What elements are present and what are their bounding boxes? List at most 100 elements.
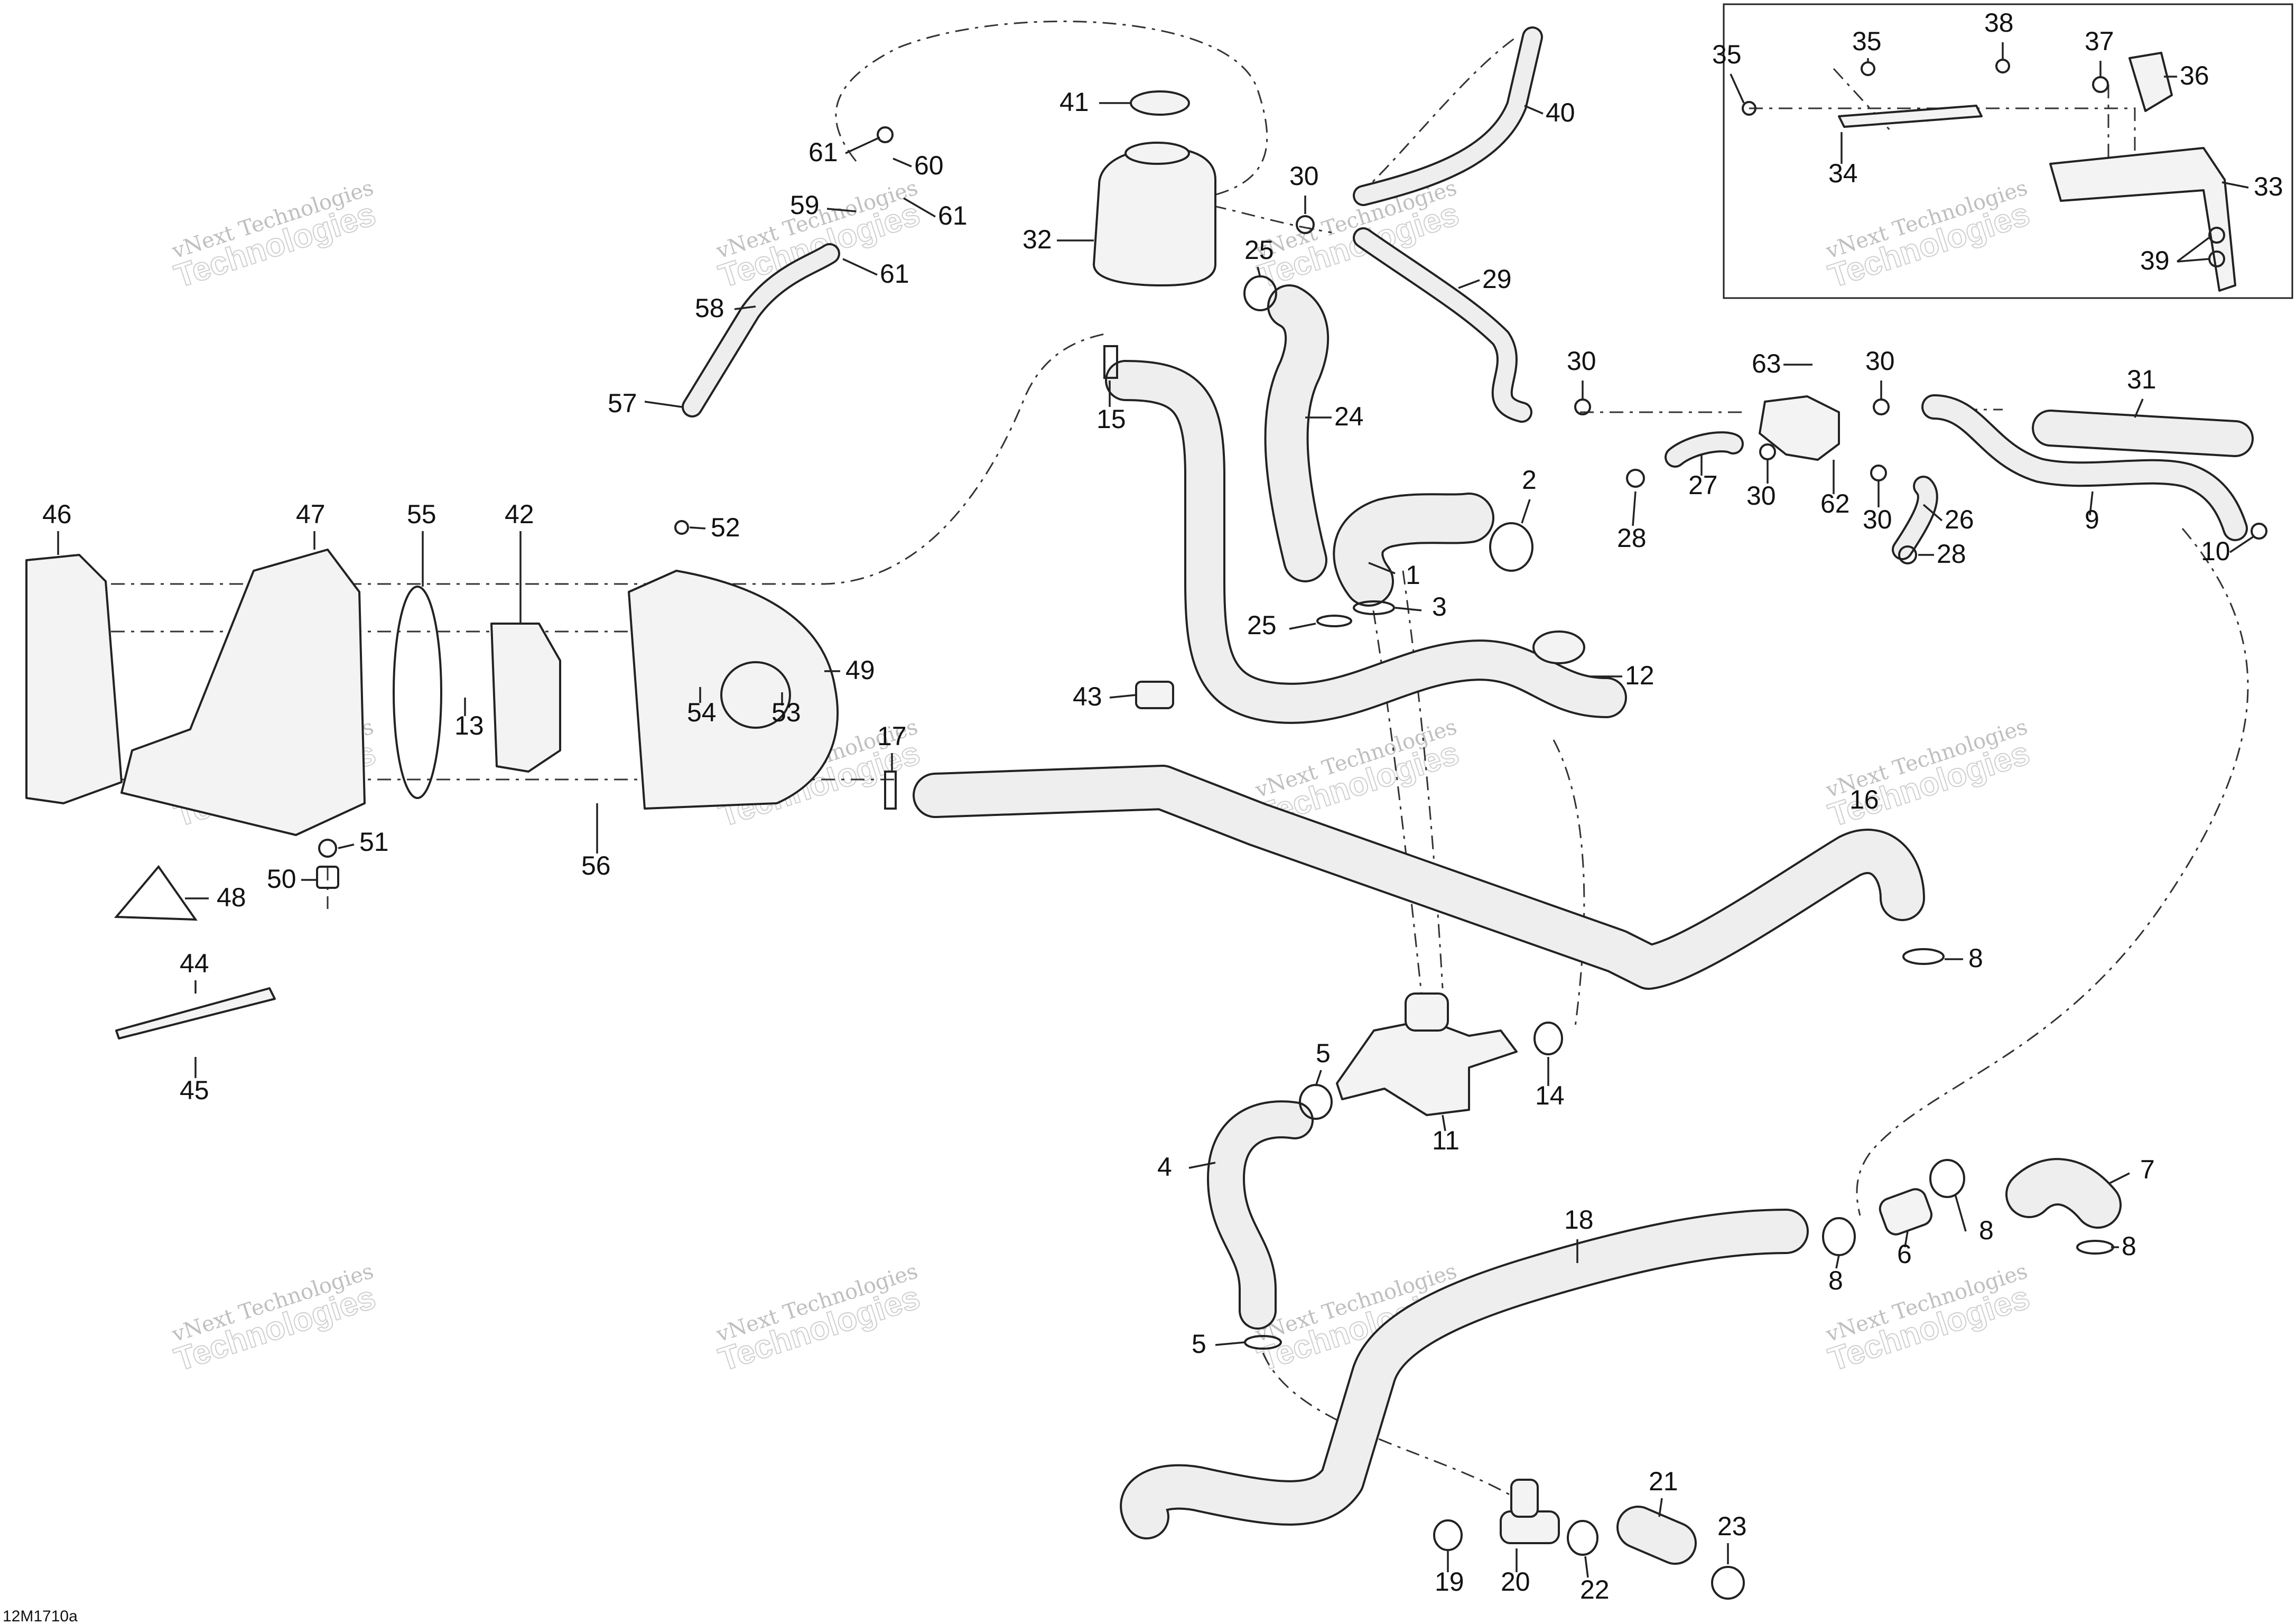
leader-5 (1215, 1341, 1245, 1346)
callout-6: 6 (1897, 1239, 1912, 1269)
callout-12: 12 (1625, 661, 1654, 690)
leader-8 (1954, 1194, 1967, 1232)
callout-8: 8 (1968, 943, 1983, 973)
clamp-8d (2076, 1240, 2114, 1255)
clamp-8b (1822, 1217, 1856, 1256)
callout-23: 23 (1717, 1511, 1747, 1541)
callout-52: 52 (711, 513, 740, 542)
hose-27 (1665, 431, 1744, 468)
fastener-10 (2251, 523, 2267, 540)
components (25, 52, 2267, 1600)
callout-3: 3 (1432, 592, 1447, 621)
callout-8: 8 (2122, 1231, 2136, 1261)
bracket-33 (2049, 147, 2236, 292)
callout-5: 5 (1316, 1038, 1331, 1068)
leader-43 (1109, 694, 1137, 699)
hose-31 (2032, 410, 2254, 457)
callout-35: 35 (1852, 26, 1882, 56)
leader-61 (845, 136, 880, 154)
reservoir-neck (1124, 142, 1190, 165)
callout-43: 43 (1073, 682, 1102, 711)
leader-6 (1904, 1231, 1909, 1248)
hose-1 (1333, 493, 1494, 607)
callout-5: 5 (1192, 1329, 1206, 1359)
callout-10: 10 (2201, 536, 2230, 566)
fastener-38 (1995, 59, 2010, 73)
callout-57: 57 (608, 388, 637, 418)
callout-50: 50 (267, 864, 296, 894)
clamp-22 (1567, 1520, 1598, 1556)
fastener-51 (318, 839, 337, 858)
leader-26 (1922, 504, 1943, 522)
callout-55: 55 (407, 499, 436, 529)
callout-29: 29 (1482, 264, 1512, 294)
callout-41: 41 (1059, 87, 1089, 117)
clamp-25b (1316, 615, 1352, 627)
callout-15: 15 (1096, 404, 1126, 434)
gasket-55 (393, 586, 442, 799)
callout-61: 61 (808, 137, 838, 167)
leader-25 (1257, 266, 1261, 278)
callout-30: 30 (1865, 346, 1895, 376)
thermostat-housing (1336, 1019, 1518, 1116)
fastener-35a (1742, 101, 1756, 116)
callout-32: 32 (1022, 225, 1052, 254)
callout-44: 44 (180, 949, 209, 978)
callout-61: 61 (880, 259, 909, 289)
hose-29 (1353, 227, 1532, 423)
callout-30: 30 (1746, 481, 1776, 511)
callout-63: 63 (1752, 349, 1781, 378)
callout-47: 47 (296, 499, 326, 529)
callout-49: 49 (845, 655, 875, 685)
callout-46: 46 (42, 499, 72, 529)
callout-30: 30 (1289, 161, 1319, 191)
thermostat-outlet (1405, 992, 1449, 1032)
fan-42 (490, 623, 561, 773)
clamp-19 (1433, 1519, 1463, 1551)
hose-26 (1892, 476, 1938, 560)
fastener-61 (877, 126, 894, 143)
callout-53: 53 (771, 698, 801, 727)
leader-31 (2134, 398, 2144, 418)
callout-38: 38 (1984, 8, 2014, 38)
drawing-code: 12M1710a (3, 1608, 78, 1624)
callout-30: 30 (1567, 346, 1596, 376)
leader-9 (2089, 491, 2094, 516)
leader-58 (734, 305, 756, 310)
callout-54: 54 (687, 698, 717, 727)
leader-39-b (2177, 258, 2209, 263)
clamp-5b (1244, 1335, 1282, 1350)
hose-18 (1120, 1209, 1809, 1539)
callout-58: 58 (695, 293, 724, 323)
callout-37: 37 (2085, 26, 2114, 56)
strap-44 (115, 987, 276, 1040)
fastener-35b (1861, 61, 1875, 76)
callout-48: 48 (217, 883, 246, 912)
hose-4 (1207, 1100, 1314, 1330)
housing-49 (628, 570, 839, 810)
callout-56: 56 (581, 851, 611, 880)
fastener-30c (1873, 398, 1890, 415)
leader-61 (842, 258, 878, 276)
fastener-30 (1296, 215, 1315, 234)
callout-25: 25 (1247, 610, 1277, 640)
fitting-15 (1103, 345, 1118, 379)
callout-34: 34 (1828, 159, 1858, 188)
callout-17: 17 (877, 721, 907, 751)
fastener-37 (2092, 76, 2109, 93)
clip-17 (884, 771, 897, 810)
triangle-48 (114, 865, 198, 921)
fastener-30b (1574, 398, 1591, 415)
callout-31: 31 (2127, 365, 2156, 394)
inset-box (1723, 3, 2293, 299)
callout-19: 19 (1435, 1567, 1464, 1597)
shroud-47 (120, 549, 366, 836)
fitting-6 (1879, 1188, 1933, 1236)
